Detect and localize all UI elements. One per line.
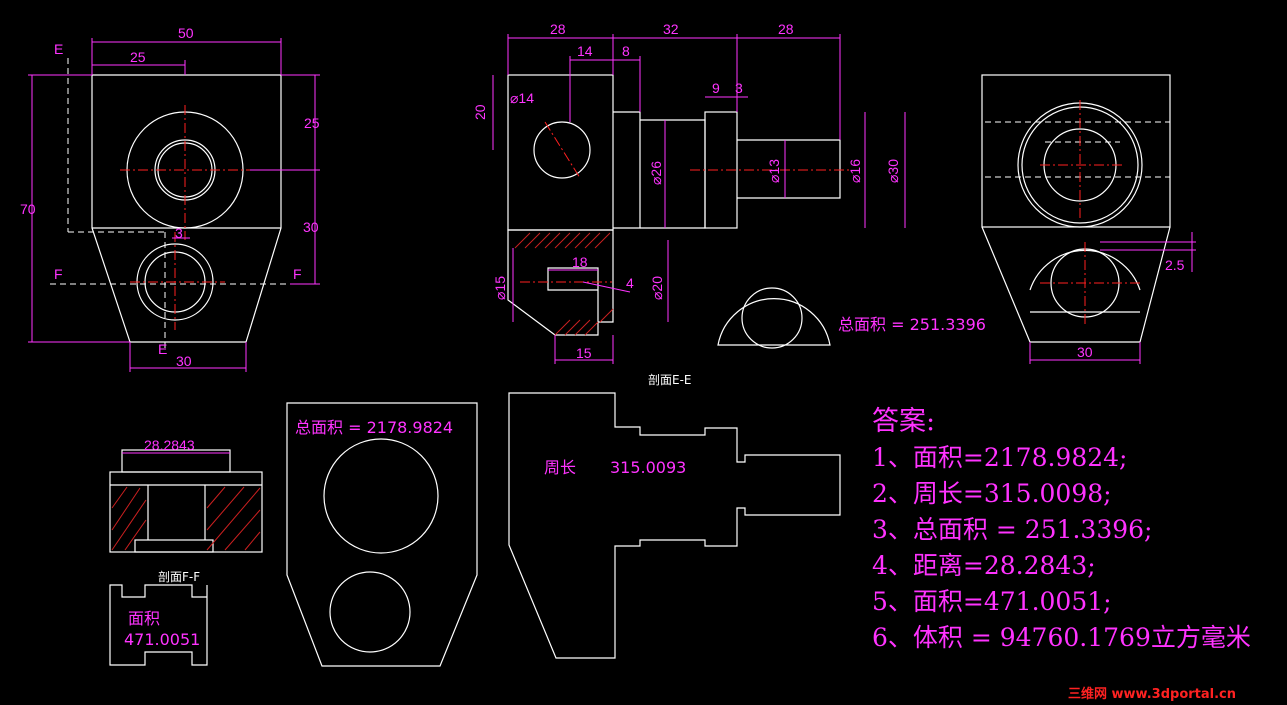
section-f-f-label: 剖面F-F bbox=[158, 570, 200, 584]
dim-9: 9 bbox=[712, 80, 720, 96]
dim-25-height: 25 bbox=[304, 115, 320, 131]
answer-item-2: 2、周长=315.0098; bbox=[872, 479, 1112, 508]
shaft-profile-view: 周长 315.0093 bbox=[508, 392, 841, 659]
half-disc-area-label: 总面积 = 251.3396 bbox=[838, 315, 986, 334]
answer-item-4: 4、距离=28.2843; bbox=[872, 551, 1096, 580]
front-view: 50 25 25 30 70 3 30 E E F F bbox=[20, 25, 320, 372]
perimeter-title: 周长 bbox=[544, 458, 576, 477]
dim-28-2843: 28.2843 bbox=[144, 437, 195, 453]
dim-70: 70 bbox=[20, 201, 36, 217]
dim-phi15: ⌀15 bbox=[492, 276, 508, 300]
dim-2-5: 2.5 bbox=[1165, 257, 1185, 273]
side-view: 2.5 30 bbox=[981, 74, 1196, 364]
dim-3-step: 3 bbox=[735, 80, 743, 96]
dim-14: 14 bbox=[577, 43, 593, 59]
answer-item-3: 3、总面积 = 251.3396; bbox=[872, 515, 1152, 544]
dim-phi16: ⌀16 bbox=[847, 159, 863, 183]
section-f-f-view: 28.2843 剖面F-F bbox=[109, 437, 263, 584]
answers-title: 答案: bbox=[872, 406, 935, 437]
perimeter-value: 315.0093 bbox=[610, 458, 686, 477]
dim-28-left: 28 bbox=[550, 21, 566, 37]
section-marker-e-bottom: E bbox=[158, 341, 167, 357]
answers-block: 答案: 1、面积=2178.9824; 2、周长=315.0098; 3、总面积… bbox=[872, 406, 1251, 652]
section-marker-f-left: F bbox=[54, 266, 63, 282]
dim-20: 20 bbox=[472, 104, 488, 120]
plate-area-view: 总面积 = 2178.9824 bbox=[286, 402, 478, 667]
section-marker-f-right: F bbox=[293, 266, 302, 282]
plate-total-area-label: 总面积 = 2178.9824 bbox=[295, 418, 453, 437]
watermark: 三维网 www.3dportal.cn bbox=[1068, 686, 1236, 702]
section-marker-e-top: E bbox=[54, 41, 63, 57]
answer-item-1: 1、面积=2178.9824; bbox=[872, 443, 1127, 472]
dim-30-side: 30 bbox=[1077, 344, 1093, 360]
dim-phi14: ⌀14 bbox=[510, 90, 534, 106]
notched-part-area-title: 面积 bbox=[128, 609, 160, 628]
dim-phi30: ⌀30 bbox=[885, 159, 901, 183]
dim-30-bottom: 30 bbox=[176, 353, 192, 369]
dim-28-right: 28 bbox=[778, 21, 794, 37]
dim-15: 15 bbox=[576, 345, 592, 361]
section-e-e-view: 28 32 28 14 8 20 ⌀14 9 3 ⌀26 ⌀13 ⌀16 ⌀30… bbox=[472, 21, 986, 387]
notched-part-area-value: 471.0051 bbox=[124, 630, 200, 649]
answer-item-6: 6、体积 = 94760.1769立方毫米 bbox=[872, 623, 1251, 652]
dim-18: 18 bbox=[572, 254, 588, 270]
dim-25-width: 25 bbox=[130, 49, 146, 65]
dim-50: 50 bbox=[178, 25, 194, 41]
dim-32: 32 bbox=[663, 21, 679, 37]
dim-phi20: ⌀20 bbox=[649, 276, 665, 300]
dim-3: 3 bbox=[175, 225, 183, 241]
dim-phi26: ⌀26 bbox=[648, 161, 664, 185]
dim-4: 4 bbox=[626, 275, 634, 291]
dim-8: 8 bbox=[622, 43, 630, 59]
section-e-e-label: 剖面E-E bbox=[648, 373, 692, 387]
dim-30-height: 30 bbox=[303, 219, 319, 235]
answer-item-5: 5、面积=471.0051; bbox=[872, 587, 1112, 616]
dim-phi13: ⌀13 bbox=[766, 159, 782, 183]
notched-part: 面积 471.0051 bbox=[109, 584, 208, 666]
